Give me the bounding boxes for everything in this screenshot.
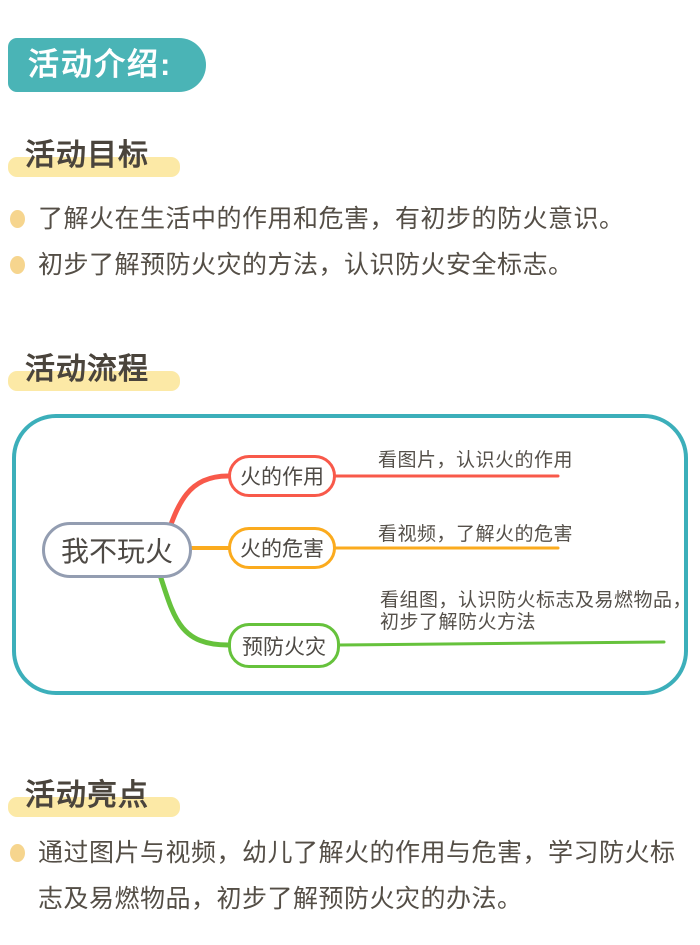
bullet-dot-icon	[10, 256, 25, 274]
section-heading-text: 活动亮点	[25, 779, 149, 812]
bullet-dot-icon	[10, 210, 25, 228]
mindmap-note-fire-use: 看图片，认识火的作用	[378, 450, 574, 471]
section-heading-goals: 活动目标	[8, 130, 248, 186]
mindmap-root-node: 我不玩火	[42, 522, 192, 578]
mindmap-container: 我不玩火 火的作用 火的危害 预防火灾 看图片，认识火的作用 看视频，了解火的危…	[12, 414, 692, 695]
bullet-text: 通过图片与视频，幼儿了解火的作用与危害，学习防火标志及易燃物品，初步了解预防火灾…	[38, 839, 676, 913]
mindmap-node-fire-use: 火的作用	[228, 455, 336, 497]
mindmap-node-fire-prevention: 预防火灾	[228, 623, 340, 668]
heading-highlight-bar	[8, 157, 180, 177]
mindmap-node-fire-danger: 火的危害	[228, 527, 336, 569]
heading-highlight-bar	[8, 797, 180, 817]
mindmap-note-fire-prevention: 看组图，认识防火标志及易燃物品，初步了解防火方法	[380, 590, 693, 633]
section-heading-highlights: 活动亮点	[8, 770, 248, 826]
branch-curve-fire-prevention	[157, 572, 231, 648]
note-underline-fire-prevention	[336, 640, 666, 647]
list-item: 了解火在生活中的作用和危害，有初步的防火意识。	[10, 196, 625, 242]
bullet-dot-icon	[10, 844, 25, 862]
section-heading-flow: 活动流程	[8, 344, 248, 400]
goals-bullet-list: 了解火在生活中的作用和危害，有初步的防火意识。 初步了解预防火灾的方法，认识防火…	[10, 196, 625, 288]
page-title-banner: 活动介绍:	[8, 38, 207, 92]
heading-highlight-bar	[8, 371, 180, 391]
section-heading-text: 活动目标	[25, 139, 149, 172]
mindmap-branch-lines	[157, 473, 666, 648]
list-item: 初步了解预防火灾的方法，认识防火安全标志。	[10, 242, 625, 288]
mindmap-note-fire-danger: 看视频，了解火的危害	[378, 524, 574, 545]
list-item: 通过图片与视频，幼儿了解火的作用与危害，学习防火标志及易燃物品，初步了解预防火灾…	[10, 830, 678, 922]
highlights-bullet-list: 通过图片与视频，幼儿了解火的作用与危害，学习防火标志及易燃物品，初步了解预防火灾…	[10, 830, 678, 922]
bullet-text: 了解火在生活中的作用和危害，有初步的防火意识。	[38, 205, 625, 233]
section-heading-text: 活动流程	[25, 353, 149, 386]
bullet-text: 初步了解预防火灾的方法，认识防火安全标志。	[38, 251, 574, 279]
